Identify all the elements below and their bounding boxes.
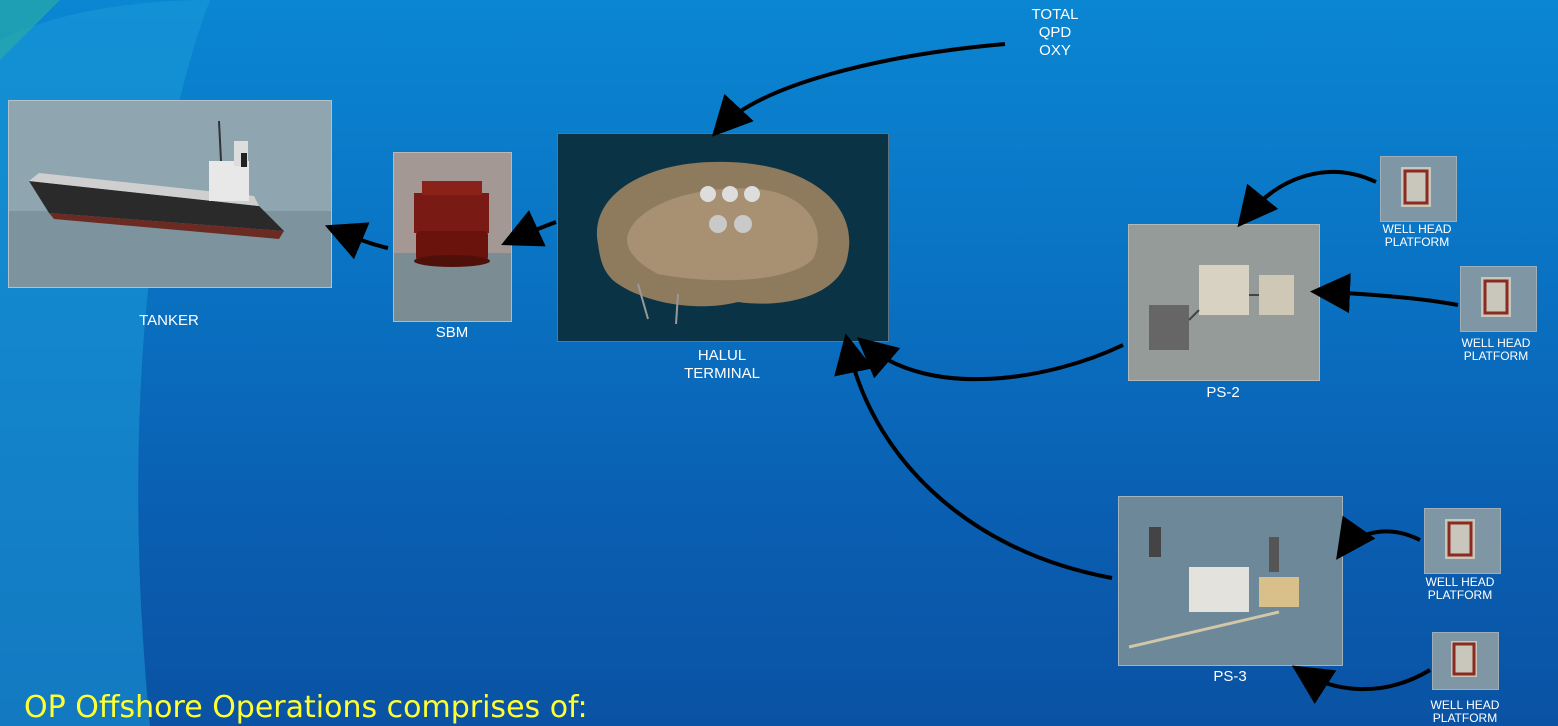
ps3-label: PS-3 — [1213, 668, 1247, 685]
well-head-platform-label-1: WELL HEAD PLATFORM — [1382, 222, 1452, 249]
well-head-platform-image-3 — [1424, 508, 1501, 574]
arrow-sources-to-halul — [711, 42, 1006, 137]
ps2-image — [1128, 224, 1320, 381]
arrow-sbm-to-tanker — [324, 222, 389, 260]
well-head-platform-label-2: WELL HEAD PLATFORM — [1461, 336, 1531, 363]
ps2-label: PS-2 — [1206, 384, 1240, 401]
arrow-whp4-to-ps3 — [1291, 665, 1432, 704]
well-head-platform-image-4 — [1432, 632, 1499, 690]
halul-terminal-image — [557, 133, 889, 342]
well-head-platform-image-1 — [1380, 156, 1457, 222]
arrow-ps2-to-halul — [856, 337, 1124, 382]
arrow-whp3-to-ps3 — [1336, 515, 1421, 560]
halul-terminal-label: HALUL TERMINAL — [684, 347, 760, 382]
slide-caption: OP Offshore Operations comprises of: — [24, 690, 588, 725]
sbm-image — [393, 152, 512, 322]
well-head-platform-label-4: WELL HEAD PLATFORM — [1430, 698, 1500, 725]
tanker-image — [8, 100, 332, 288]
sbm-label: SBM — [435, 324, 469, 341]
arrow-halul-to-sbm — [501, 210, 557, 247]
ps3-image — [1118, 496, 1343, 666]
source-companies-label: TOTAL QPD OXY — [1031, 6, 1079, 59]
arrow-ps3-to-halul — [834, 333, 1113, 580]
tanker-label: TANKER — [139, 312, 199, 329]
arrow-whp1-to-ps2 — [1237, 169, 1377, 228]
well-head-platform-label-3: WELL HEAD PLATFORM — [1425, 575, 1495, 602]
arrow-whp2-to-ps2 — [1310, 273, 1459, 314]
well-head-platform-image-2 — [1460, 266, 1537, 332]
